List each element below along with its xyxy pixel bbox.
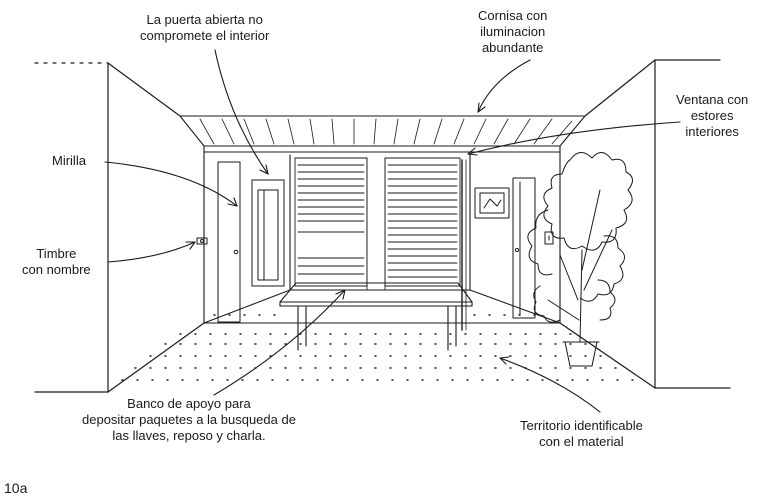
label-cornice-line3: abundante (481, 40, 544, 55)
label-window: Ventana con estores interiores (676, 92, 748, 140)
floor-texture (121, 314, 641, 381)
label-territory-line2: con el material (539, 434, 624, 449)
leader-puerta (214, 49, 269, 175)
leader-ventana (467, 121, 681, 155)
room-walls (34, 59, 731, 393)
window-blinds (294, 157, 467, 331)
leader-mirilla (104, 161, 238, 207)
leader-lines (104, 49, 681, 413)
label-doorbell-line2: con nombre (22, 262, 91, 277)
inner-walls (203, 151, 561, 324)
cornice-hatching (199, 118, 573, 145)
leader-banco (213, 289, 346, 396)
label-bench-line1: Banco de apoyo para (127, 396, 251, 411)
leader-territorio (499, 357, 601, 413)
label-bench-line3: las llaves, reposo y charla. (112, 428, 266, 443)
label-cornice: Cornisa con iluminacion abundante (478, 8, 547, 56)
right-wall-details (474, 177, 554, 319)
left-door (196, 161, 285, 323)
label-window-line2: estores (690, 108, 734, 123)
cornice (179, 115, 586, 153)
label-open-door-line1: La puerta abierta no (146, 12, 263, 27)
label-peephole: Mirilla (52, 153, 86, 169)
label-territory: Territorio identificable con el material (520, 418, 643, 450)
potted-plant (527, 152, 633, 367)
label-territory-line1: Territorio identificable (520, 418, 643, 433)
bench (279, 282, 473, 351)
leader-cornisa (477, 59, 531, 113)
label-open-door-line2: compromete el interior (140, 28, 270, 43)
label-window-line1: Ventana con (676, 92, 749, 107)
label-doorbell-line1: Timbre (36, 246, 77, 261)
label-open-door: La puerta abierta no compromete el inter… (140, 12, 269, 44)
label-doorbell: Timbre con nombre (22, 246, 91, 278)
label-cornice-line1: Cornisa con (478, 8, 548, 23)
label-peephole-line1: Mirilla (52, 153, 86, 168)
label-bench: Banco de apoyo para depositar paquetes a… (82, 396, 296, 444)
label-window-line3: interiores (685, 124, 739, 139)
figure-number: 10a (4, 480, 28, 496)
label-cornice-line2: iluminacion (480, 24, 546, 39)
label-bench-line2: depositar paquetes a la busqueda de (82, 412, 296, 427)
leader-timbre (107, 241, 196, 263)
